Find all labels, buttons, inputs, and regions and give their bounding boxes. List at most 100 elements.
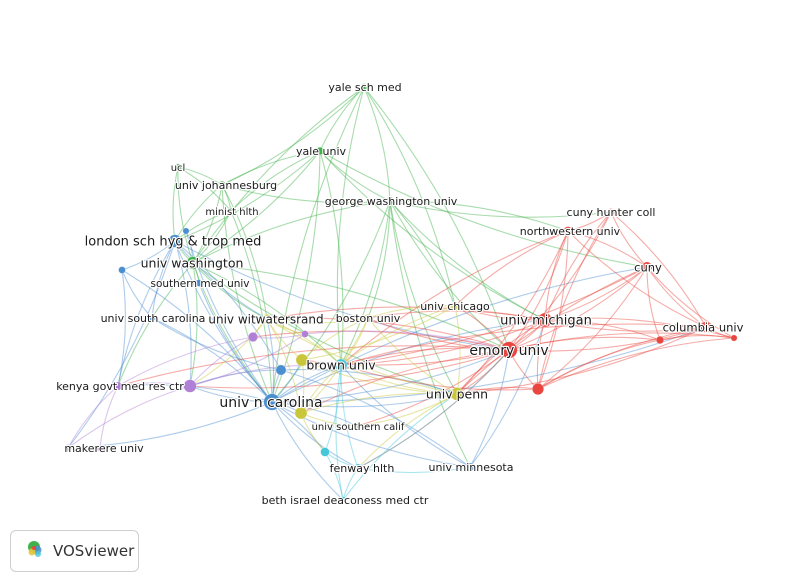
link-emory_univ-red_a bbox=[508, 336, 661, 351]
link-emory_univ-red_b bbox=[508, 332, 735, 351]
node-purple-d[interactable] bbox=[96, 444, 104, 452]
link-george_washington_univ-univ_minnesota bbox=[389, 200, 471, 468]
node-southern-med-univ[interactable] bbox=[195, 279, 203, 287]
link-cyan_a-beth_israel bbox=[324, 451, 344, 501]
node-label-emory-univ: emory univ bbox=[469, 343, 548, 359]
node-red-c[interactable] bbox=[531, 382, 545, 396]
link-univ_michigan-red_a bbox=[544, 319, 661, 341]
link-boston_univ-yellow_a bbox=[301, 317, 369, 361]
link-kenya_govt-makerere_univ bbox=[67, 385, 119, 449]
link-london_sch-univ_witwatersrand bbox=[174, 240, 268, 320]
link-cuny_hunter_coll-univ_michigan bbox=[544, 211, 612, 321]
link-univ_witwatersrand-purple_a bbox=[189, 318, 268, 387]
link-fenway_hlth-univ_minnesota bbox=[357, 466, 471, 474]
node-makerere-univ[interactable] bbox=[64, 444, 72, 452]
node-cuny-hunter-coll[interactable] bbox=[607, 208, 615, 216]
node-univ-chicago[interactable] bbox=[450, 301, 460, 311]
node-red-b[interactable] bbox=[730, 334, 738, 342]
node-kenya-govt[interactable] bbox=[113, 381, 123, 391]
node-yellow-a[interactable] bbox=[295, 353, 309, 367]
node-beth-israel[interactable] bbox=[339, 496, 347, 504]
link-northwestern_univ-red_c bbox=[537, 230, 569, 390]
node-purple-a[interactable] bbox=[183, 379, 197, 393]
link-purple_a-purple_c bbox=[189, 333, 306, 387]
link-red_b-red_c bbox=[537, 337, 735, 390]
node-univ-johannesburg[interactable] bbox=[217, 180, 227, 190]
link-univ_michigan-brown_univ bbox=[340, 319, 546, 366]
node-george-washington-univ[interactable] bbox=[385, 196, 395, 206]
link-univ_n_carolina-fenway_hlth bbox=[271, 401, 359, 469]
node-yale-sch-med[interactable] bbox=[360, 83, 368, 91]
link-yale_univ-minist_hlth bbox=[230, 150, 321, 212]
link-ucl-univ_washington bbox=[177, 166, 194, 264]
node-blue-a[interactable] bbox=[118, 266, 126, 274]
link-univ_witwatersrand-univ_penn bbox=[266, 318, 458, 395]
link-fenway_hlth-emory_univ bbox=[357, 349, 510, 469]
link-yale_sch_med-emory_univ bbox=[363, 86, 510, 351]
link-george_washington_univ-cuny_hunter_coll bbox=[389, 200, 612, 218]
link-red_c-brown_univ bbox=[340, 364, 539, 391]
node-univ-south-carolina[interactable] bbox=[148, 314, 156, 322]
node-univ-n-carolina[interactable] bbox=[263, 393, 281, 411]
node-london-sch[interactable] bbox=[168, 234, 182, 248]
link-london_sch-blue_c bbox=[174, 240, 282, 371]
link-univ_n_carolina-emory_univ bbox=[271, 349, 510, 403]
node-yale-univ[interactable] bbox=[315, 146, 325, 156]
link-univ_n_carolina-univ_penn bbox=[271, 393, 458, 408]
link-univ_johannesburg-univ_witwatersrand bbox=[221, 184, 268, 320]
node-purple-c[interactable] bbox=[301, 330, 309, 338]
link-emory_univ-kenya_govt bbox=[117, 345, 510, 387]
node-univ-penn[interactable] bbox=[450, 387, 464, 401]
link-univ_chicago-boston_univ bbox=[367, 305, 456, 319]
node-blue-c[interactable] bbox=[275, 364, 287, 376]
link-london_sch-univ_n_carolina bbox=[174, 240, 273, 403]
node-fenway-hlth[interactable] bbox=[353, 463, 363, 473]
node-label-ucl: ucl bbox=[171, 163, 186, 174]
link-univ_n_carolina-univ_southern_calif bbox=[271, 401, 358, 427]
link-univ_michigan-columbia_univ bbox=[544, 319, 707, 332]
link-emory_univ-purple_b bbox=[252, 330, 510, 351]
link-cuny_hunter_coll-columbia_univ bbox=[610, 211, 707, 328]
node-cuny[interactable] bbox=[641, 261, 653, 273]
link-univ_penn-fenway_hlth bbox=[357, 393, 458, 469]
link-cuny-red_b bbox=[646, 266, 735, 339]
link-univ_n_carolina-makerere_univ bbox=[67, 401, 273, 449]
node-columbia-univ[interactable] bbox=[700, 321, 712, 333]
node-brown-univ[interactable] bbox=[334, 358, 348, 372]
link-red_a-red_b bbox=[659, 335, 735, 341]
node-label-univ-minnesota: univ minnesota bbox=[428, 461, 513, 474]
link-emory_univ-fenway_hlth bbox=[357, 349, 510, 469]
link-minist_hlth-univ_n_carolina bbox=[230, 210, 273, 403]
node-red-a[interactable] bbox=[655, 335, 665, 345]
node-northwestern-univ[interactable] bbox=[563, 226, 573, 236]
link-george_washington_univ-brown_univ bbox=[340, 200, 391, 366]
node-label-univ-washington: univ washington bbox=[141, 256, 244, 271]
link-purple_a-purple_b bbox=[189, 336, 254, 387]
link-yale_sch_med-yale_univ bbox=[319, 86, 365, 152]
link-emory_univ-univ_southern_calif bbox=[356, 349, 510, 427]
link-brown_univ-beth_israel bbox=[335, 364, 344, 501]
node-yellow-b[interactable] bbox=[294, 406, 308, 420]
link-univ_washington-univ_penn bbox=[192, 262, 458, 395]
node-purple-b[interactable] bbox=[247, 331, 259, 343]
link-univ_washington-brown_univ bbox=[192, 262, 342, 366]
node-univ-witwatersrand[interactable] bbox=[261, 313, 273, 325]
node-label-george-washington-univ: george washington univ bbox=[325, 195, 458, 208]
node-label-kenya-govt: kenya govt med res ctr bbox=[56, 380, 184, 393]
node-univ-washington[interactable] bbox=[186, 256, 200, 270]
node-cyan-a[interactable] bbox=[320, 447, 330, 457]
link-univ_penn-yellow_b bbox=[300, 392, 458, 414]
link-columbia_univ-brown_univ bbox=[340, 323, 707, 366]
node-ucl[interactable] bbox=[174, 163, 182, 171]
node-minist-hlth[interactable] bbox=[227, 207, 235, 215]
node-univ-southern-calif[interactable] bbox=[353, 422, 361, 430]
node-boston-univ[interactable] bbox=[363, 313, 373, 323]
link-yale_sch_med-george_washington_univ bbox=[363, 86, 391, 202]
node-emory-univ[interactable] bbox=[500, 341, 518, 359]
node-blue-b[interactable] bbox=[182, 227, 190, 235]
node-label-univ-n-carolina: univ n carolina bbox=[219, 395, 322, 411]
link-univ_michigan-univ_chicago bbox=[454, 305, 546, 321]
node-univ-minnesota[interactable] bbox=[465, 462, 475, 472]
node-univ-michigan[interactable] bbox=[537, 312, 553, 328]
